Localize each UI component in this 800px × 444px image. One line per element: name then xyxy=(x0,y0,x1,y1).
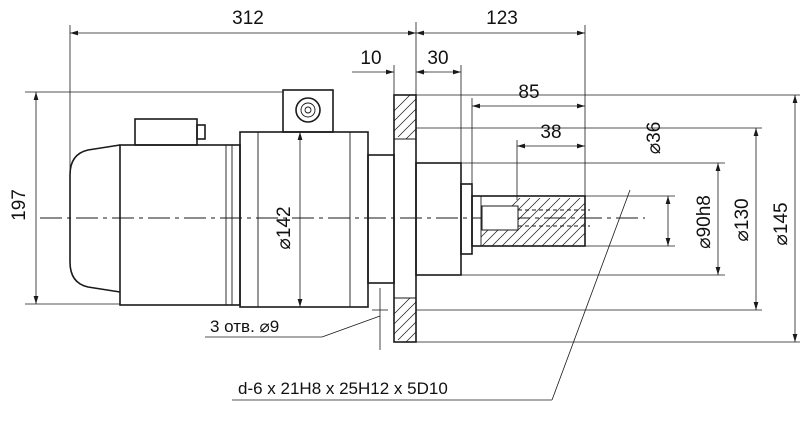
output-shaft xyxy=(471,195,590,247)
housing-neck xyxy=(367,154,395,284)
label-38: 38 xyxy=(540,122,561,143)
label-holes: 3 отв. ⌀9 xyxy=(210,317,279,336)
terminal-box xyxy=(134,118,206,146)
motor-body xyxy=(69,144,241,306)
label-123: 123 xyxy=(486,8,518,29)
lifting-eye xyxy=(282,89,334,133)
label-312: 312 xyxy=(232,8,264,29)
label-130: ⌀130 xyxy=(732,198,753,241)
label-90h8: ⌀90h8 xyxy=(694,195,715,249)
spigot xyxy=(415,162,473,276)
label-142: ⌀142 xyxy=(274,206,295,249)
label-10: 10 xyxy=(360,48,381,69)
label-85: 85 xyxy=(518,82,539,103)
label-197: 197 xyxy=(9,189,30,221)
label-spline: d-6 x 21H8 x 25H12 x 5D10 xyxy=(238,379,448,398)
label-30: 30 xyxy=(427,48,448,69)
flange xyxy=(393,94,417,343)
label-145: ⌀145 xyxy=(771,202,792,245)
pump-housing xyxy=(239,131,369,308)
label-36: ⌀36 xyxy=(644,122,665,155)
